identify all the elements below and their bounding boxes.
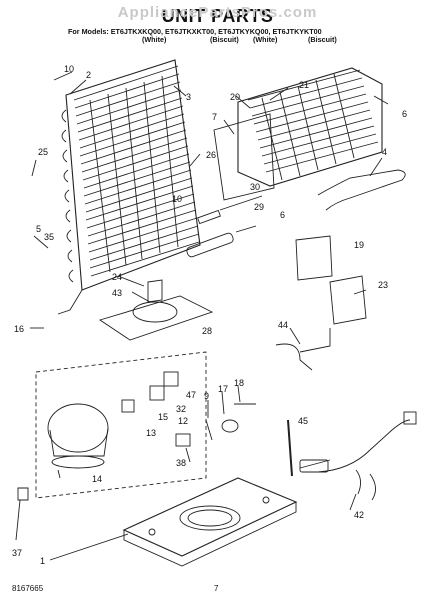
callout-29: 29	[254, 202, 265, 212]
watermark: AppliancePartsPros.com	[117, 4, 318, 21]
document-number: 8167665	[12, 584, 44, 593]
color-label-2: (Biscuit)	[210, 35, 239, 44]
page-number: 7	[214, 584, 219, 593]
compressor-group-box	[35, 351, 207, 499]
callout-26: 26	[206, 150, 217, 160]
color-label-3: (White)	[253, 35, 278, 44]
callout-12: 12	[178, 416, 189, 426]
callout-15: 15	[158, 412, 169, 422]
callout-19: 19	[354, 240, 365, 250]
models-line: For Models: ET6JTKXKQ00, ET6JTKXKT00, ET…	[68, 27, 322, 36]
callout-3: 3	[186, 92, 192, 102]
callout-42: 42	[354, 510, 365, 520]
compressor	[47, 403, 109, 469]
callout-38: 38	[176, 458, 187, 468]
base-plate	[122, 477, 298, 567]
callout-24: 24	[112, 272, 123, 282]
callout-37: 37	[12, 548, 23, 558]
tube-44	[275, 328, 331, 371]
drain-pan	[98, 295, 214, 341]
tube-4	[317, 169, 406, 211]
wire-harness	[299, 411, 417, 501]
callout-13: 13	[146, 428, 157, 438]
condenser-coil	[57, 59, 201, 315]
callout-5: 5	[36, 224, 42, 234]
callout-23: 23	[378, 280, 389, 290]
callout-20: 20	[230, 92, 241, 102]
bracket	[213, 113, 275, 201]
callout-10-top: 10	[64, 64, 75, 74]
callout-44: 44	[278, 320, 289, 330]
callout-25: 25	[38, 147, 49, 157]
callout-30: 30	[250, 182, 261, 192]
color-label-4: (Biscuit)	[308, 35, 337, 44]
upper-coil	[237, 67, 383, 187]
callout-35: 35	[44, 232, 55, 242]
pad-23	[329, 275, 367, 325]
callout-18: 18	[234, 378, 245, 388]
callout-32: 32	[176, 404, 187, 414]
callout-4: 4	[382, 147, 388, 157]
callout-45: 45	[298, 416, 309, 426]
callout-16: 16	[14, 324, 25, 334]
callout-10-mid: 10	[172, 194, 183, 204]
drier	[186, 232, 234, 258]
callout-1: 1	[40, 556, 46, 566]
color-label-1: (White)	[142, 35, 167, 44]
callout-6-mid: 6	[280, 210, 286, 220]
callout-43: 43	[112, 288, 123, 298]
callout-7: 7	[212, 112, 218, 122]
page-title: UNIT PARTS	[161, 6, 274, 26]
callout-9: 9	[204, 391, 210, 401]
callout-14: 14	[92, 474, 103, 484]
callout-21: 21	[299, 80, 310, 90]
callout-28: 28	[202, 326, 213, 336]
callout-47: 47	[186, 390, 197, 400]
pad-19	[295, 235, 333, 281]
callout-17: 17	[218, 384, 229, 394]
callout-6-top: 6	[402, 109, 408, 119]
callout-2: 2	[86, 70, 92, 80]
